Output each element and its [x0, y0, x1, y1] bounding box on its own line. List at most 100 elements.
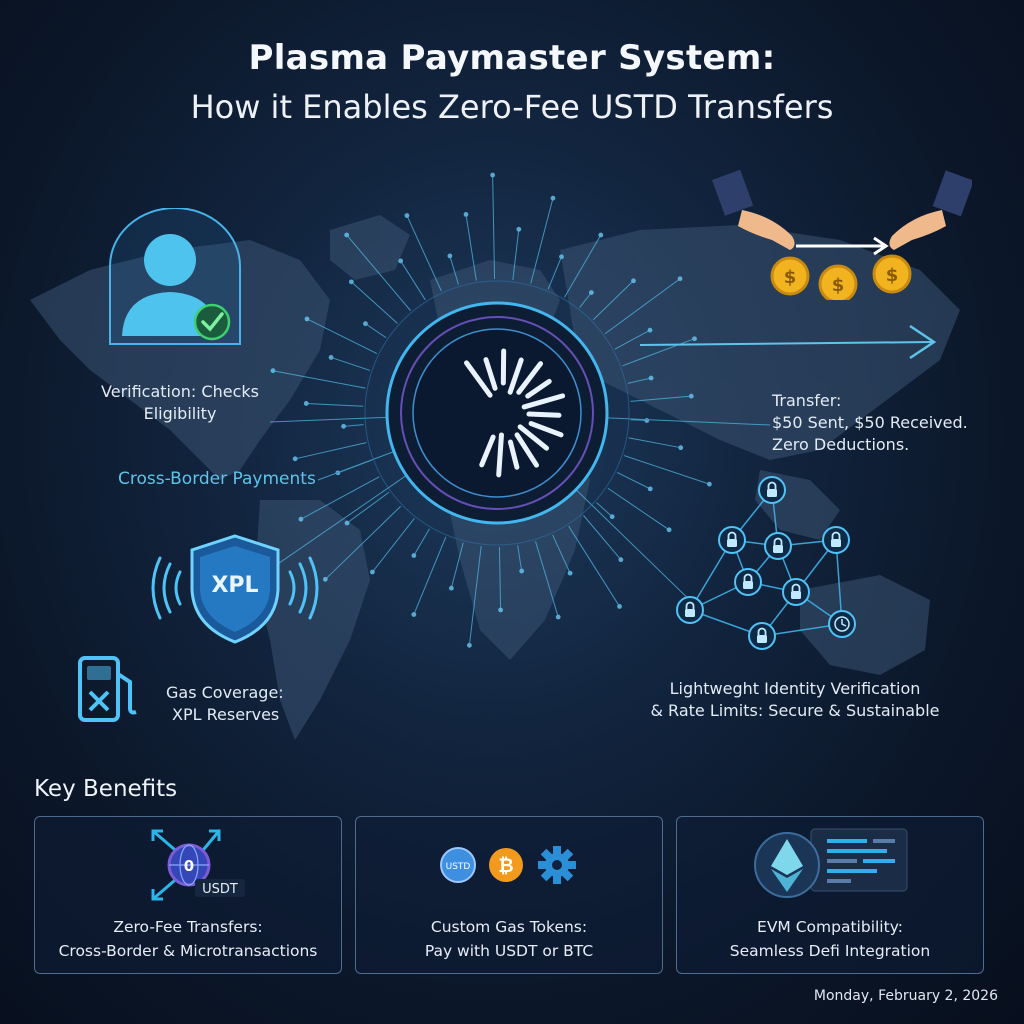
benefit-desc: Seamless Defi Integration [729, 942, 931, 960]
benefit-desc: Pay with USDT or BTC [424, 942, 594, 960]
hub-ray-dot [466, 642, 472, 648]
svg-text:₿: ₿ [498, 855, 513, 877]
hub-ray [535, 541, 559, 618]
verification-label: Verification: Checks Eligibility [101, 382, 259, 423]
hub-ray-dot [370, 569, 375, 575]
benefit-title: Zero-Fee Transfers: [113, 918, 263, 936]
hub-ray [604, 278, 681, 335]
lock-node-icon [764, 532, 792, 560]
hub-ray-dot [411, 612, 417, 617]
hub-ray [596, 502, 613, 518]
hub-ray [306, 318, 378, 354]
svg-text:$: $ [886, 265, 899, 286]
logo-stroke [483, 357, 498, 391]
svg-text:0: 0 [184, 857, 194, 875]
hub-ray-dot [559, 254, 564, 260]
logo-stroke [521, 393, 566, 410]
hub-ray [468, 546, 482, 646]
logo-stroke [496, 432, 504, 478]
hub-ray [627, 377, 652, 384]
benefit-card-evm: EVM Compatibility: Seamless Defi Integra… [676, 816, 984, 974]
hub-ray-dot [498, 607, 504, 613]
plasma-logo-icon [464, 348, 566, 478]
hub-ray-dot [398, 258, 404, 264]
coin-icons: $ $ $ [770, 254, 912, 300]
hub-ray [552, 534, 571, 574]
transfer-label: Transfer: $50 Sent, $50 Received. Zero D… [772, 391, 968, 454]
hub-ray-dot [341, 423, 346, 429]
benefit-card-gas-tokens: USTD ₿ Custom Gas Tokens: Pay with USDT … [355, 816, 663, 974]
hub-ray-dot [588, 290, 594, 295]
hub-ray [324, 505, 402, 580]
lock-node-icon [758, 476, 786, 504]
hub-ray [406, 215, 442, 292]
logo-stroke [526, 411, 562, 418]
hub-ray [498, 546, 502, 610]
hub-ray [623, 455, 710, 485]
logo-stroke [528, 421, 564, 438]
hub-ray [564, 234, 602, 298]
hub-ray-dot [550, 195, 556, 201]
hub-ray-dot [617, 604, 622, 609]
svg-text:USDT: USDT [202, 882, 238, 897]
hub-ray-dot [298, 516, 304, 522]
identity-label: Lightweght Identity Verification & Rate … [650, 679, 940, 720]
user-verification-icon [109, 208, 241, 345]
hub-ray [630, 419, 647, 421]
page-title: Plasma Paymaster System: [248, 38, 776, 78]
logo-stroke [479, 434, 496, 468]
logo-stroke [507, 439, 520, 470]
hub-ray-dot [598, 232, 604, 238]
hub-ray [583, 515, 622, 561]
hub-ray [607, 487, 670, 531]
hub-ray [413, 536, 447, 615]
lock-node-icon [782, 578, 810, 606]
hub-ray-dot [516, 226, 522, 232]
svg-text:USTD: USTD [446, 862, 471, 872]
hub-ray [272, 370, 366, 389]
cross-border-label: Cross-Border Payments [118, 469, 316, 489]
hub-ray-dot [344, 520, 350, 526]
hub-ray [400, 260, 426, 301]
hub-ray-dot [303, 401, 309, 406]
hub-ray [306, 402, 364, 407]
hub-ray [350, 281, 398, 324]
hub-ray-dot [688, 393, 694, 399]
hands-transfer-icon: $ $ $ [712, 170, 972, 300]
hub-ray [614, 329, 651, 350]
lock-node-icon [748, 622, 776, 650]
hub-ray [295, 442, 367, 460]
hub-ray [300, 476, 380, 520]
benefit-card-zero-fee: 0 USDT Zero-Fee Transfers: Cross-Border … [34, 816, 342, 974]
hub-ray-dot [304, 316, 310, 322]
lock-network [676, 476, 856, 650]
hub-ray-dot [411, 553, 417, 558]
hub-ray-dot [322, 576, 328, 582]
key-benefits-heading: Key Benefits [34, 776, 178, 802]
hub-ray [512, 229, 520, 280]
transfer-arrow [639, 324, 937, 360]
svg-text:$: $ [784, 267, 797, 288]
benefit-title: Custom Gas Tokens: [430, 918, 588, 936]
logo-stroke [525, 378, 552, 399]
hub-ray-dot [519, 568, 525, 574]
hub-ray-dot [677, 276, 683, 282]
gas-pump-icon [78, 656, 137, 722]
hub-ray [579, 292, 592, 308]
logo-stroke [517, 424, 550, 451]
svg-text:$: $ [832, 275, 845, 296]
network-link [835, 539, 843, 625]
lock-node-icon [734, 568, 762, 596]
gas-coverage-label: Gas Coverage: XPL Reserves [166, 683, 284, 724]
logo-stroke [464, 360, 493, 398]
token-icons: USTD ₿ [440, 846, 576, 884]
clock-node-icon [828, 610, 856, 638]
logo-stroke [507, 357, 524, 395]
hub-ray-dot [647, 486, 653, 492]
hub-ray-dot [609, 514, 615, 520]
hub-ray [622, 338, 695, 367]
hub-ray-dot [692, 336, 697, 342]
hub-ray-dot [490, 172, 496, 178]
hub-ray-dot [344, 232, 350, 238]
